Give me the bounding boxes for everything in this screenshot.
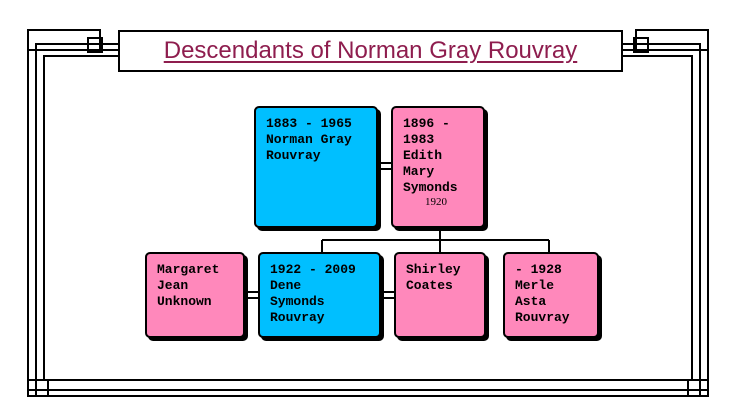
person-text-line: Unknown (157, 294, 212, 309)
person-text-line: Rouvray (515, 310, 570, 325)
person-text-line: 1883 - 1965 (266, 116, 352, 131)
person-text-line: 1922 - 2009 (270, 262, 356, 277)
marriage-year: 1920 (425, 196, 447, 208)
person-text-line: Rouvray (266, 148, 321, 163)
person-text-line: Shirley (406, 262, 461, 277)
person-text-line: Edith (403, 148, 443, 163)
person-text-line: - 1928 (515, 262, 562, 277)
person-text-line: Rouvray (270, 310, 325, 325)
person-text-line: 1896 - (403, 116, 450, 131)
person-dene-symonds-rouvray[interactable]: 1922 - 2009 Dene Symonds Rouvray (258, 252, 381, 338)
person-text-line: Dene (270, 278, 302, 293)
person-text-line: Asta (515, 294, 547, 309)
title-box: Descendants of Norman Gray Rouvray (118, 30, 623, 72)
person-text-line: 1983 (403, 132, 435, 147)
person-text-line: Coates (406, 278, 453, 293)
person-text-line: Symonds (403, 180, 458, 195)
person-edith-mary-symonds[interactable]: 1896 - 1983 Edith Mary Symonds 1920 (391, 106, 485, 228)
person-merle-asta-rouvray[interactable]: - 1928 Merle Asta Rouvray (503, 252, 599, 338)
person-text-line: Jean (157, 278, 189, 293)
person-text-line: Norman Gray (266, 132, 352, 147)
person-text-line: Mary (403, 164, 435, 179)
page-title: Descendants of Norman Gray Rouvray (163, 37, 578, 64)
person-text-line: Merle (515, 278, 555, 293)
person-text-line: Symonds (270, 294, 325, 309)
person-text-line: Margaret (157, 262, 220, 277)
connector-lines (245, 162, 550, 299)
person-shirley-coates[interactable]: Shirley Coates (394, 252, 486, 338)
person-norman-gray-rouvray[interactable]: 1883 - 1965 Norman Gray Rouvray (254, 106, 378, 228)
person-margaret-jean-unknown[interactable]: Margaret Jean Unknown (145, 252, 245, 338)
